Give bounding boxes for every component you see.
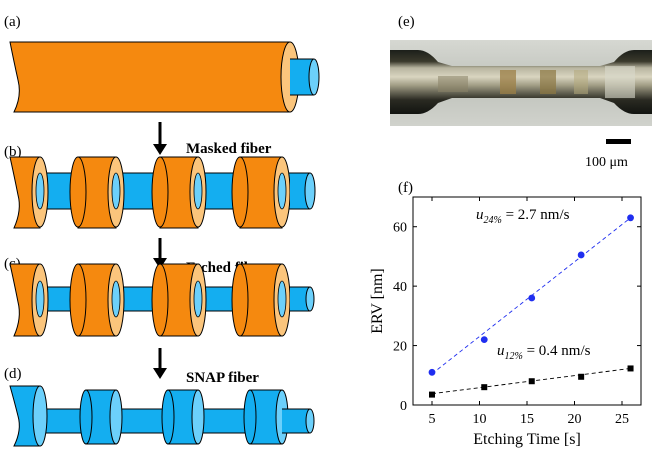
- y-tick-label: 0: [400, 399, 407, 414]
- fiber-d: [9, 385, 315, 447]
- series-annotation-blue: u24% = 2.7 nm/s: [476, 207, 570, 226]
- panel-label-a: (a): [4, 14, 21, 30]
- panel-label-f: (f): [398, 180, 413, 196]
- x-tick-label: 25: [615, 412, 629, 427]
- data-point-blue: [627, 214, 634, 222]
- series-annotation-black: u12% = 0.4 nm/s: [497, 343, 591, 362]
- scale-bar-label: 100 μm: [585, 155, 628, 170]
- step-label-masked: Masked fiber: [186, 141, 272, 157]
- axis-ticks: 5 10 15 20 25 0 20 40 60: [393, 197, 641, 427]
- arrow-down-icon: [153, 348, 167, 379]
- y-axis-label: ERV [nm]: [369, 268, 386, 334]
- erv-chart: 5 10 15 20 25 0 20 40 60 Etching Time [s] ERV [n…: [369, 196, 642, 448]
- fit-lines: [431, 217, 631, 395]
- panel-label-d: (d): [4, 366, 22, 382]
- x-tick-label: 15: [520, 412, 534, 427]
- fiber-b: [9, 156, 316, 229]
- step-label-snap: SNAP fiber: [186, 370, 259, 386]
- data-point-blue: [528, 294, 536, 302]
- data-point-blue: [480, 336, 488, 344]
- y-tick-label: 60: [393, 221, 407, 236]
- data-point-blue: [428, 368, 436, 376]
- data-point-blue: [577, 251, 585, 259]
- y-tick-label: 20: [393, 340, 407, 355]
- y-tick-label: 40: [393, 280, 407, 295]
- data-point-black: [627, 365, 634, 372]
- x-tick-label: 5: [429, 412, 436, 427]
- arrow-down-icon: [153, 122, 167, 155]
- data-point-black: [578, 373, 585, 380]
- data-points: [428, 214, 634, 398]
- x-tick-label: 10: [473, 412, 487, 427]
- data-point-black: [429, 391, 435, 398]
- fiber-c: [9, 263, 315, 337]
- fiber-a: [9, 41, 320, 113]
- data-point-black: [481, 384, 488, 391]
- data-point-black: [528, 378, 535, 385]
- x-tick-label: 20: [568, 412, 582, 427]
- panel-label-e: (e): [398, 14, 415, 30]
- micrograph-image: [390, 40, 652, 126]
- x-axis-label: Etching Time [s]: [473, 431, 581, 448]
- plot-area: [412, 196, 642, 406]
- panel-label-b: (b): [4, 144, 22, 160]
- scale-bar: [606, 139, 631, 144]
